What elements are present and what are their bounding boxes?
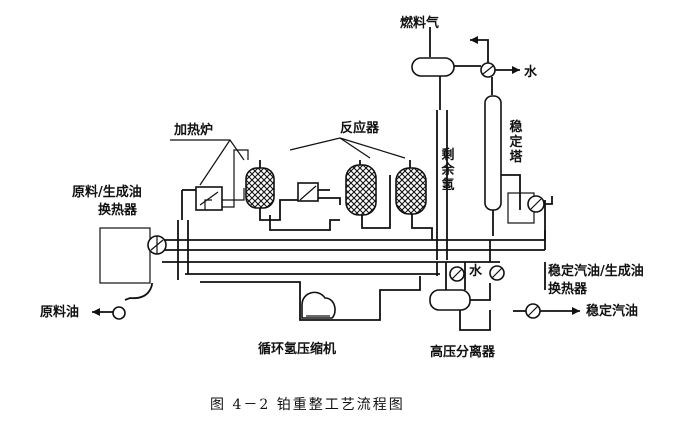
recycle-compressor-unit	[200, 276, 421, 321]
reactor-1	[245, 160, 340, 231]
reactor-3	[395, 160, 433, 240]
furnace	[181, 149, 249, 220]
stabilizer-label: 稳定塔	[509, 120, 523, 165]
callout-lines	[170, 137, 406, 186]
water-mid-label: 水	[469, 264, 483, 279]
stabilizer-reboiler	[507, 192, 553, 224]
flow-arrows	[92, 36, 580, 316]
feed-exchanger-unit	[99, 220, 189, 284]
reactor-2	[345, 160, 391, 229]
hp-separator-unit	[429, 240, 505, 331]
residual-hydrogen-label: 剩余氢	[441, 148, 455, 193]
feed-oil-label: 原料油	[40, 305, 80, 320]
overhead-system	[411, 27, 520, 110]
stab-exchanger-label-1: 稳定汽油/生成油	[548, 264, 644, 279]
inter-heater	[297, 182, 341, 205]
fuel-gas-label: 燃料气	[400, 16, 440, 31]
stabilizer-column	[484, 95, 521, 236]
feed-oil-pump	[92, 283, 153, 320]
recycle-compressor-label: 循环氢压缩机	[258, 342, 337, 357]
water-top-label: 水	[524, 65, 538, 80]
residual-hydrogen-line	[436, 110, 448, 276]
feed-exchanger-label-2: 换热器	[98, 203, 138, 218]
main-pipelines	[162, 200, 546, 275]
hp-separator-label: 高压分离器	[430, 345, 496, 360]
stable-gasoline-label: 稳定汽油	[586, 304, 639, 319]
figure-caption: 图 4－2 铂重整工艺流程图	[210, 397, 405, 413]
feed-exchanger-label-1: 原料/生成油	[72, 185, 142, 200]
furnace-label: 加热炉	[174, 123, 214, 138]
reactor-label: 反应器	[340, 121, 380, 136]
stab-exchanger-label-2: 换热器	[548, 282, 588, 297]
